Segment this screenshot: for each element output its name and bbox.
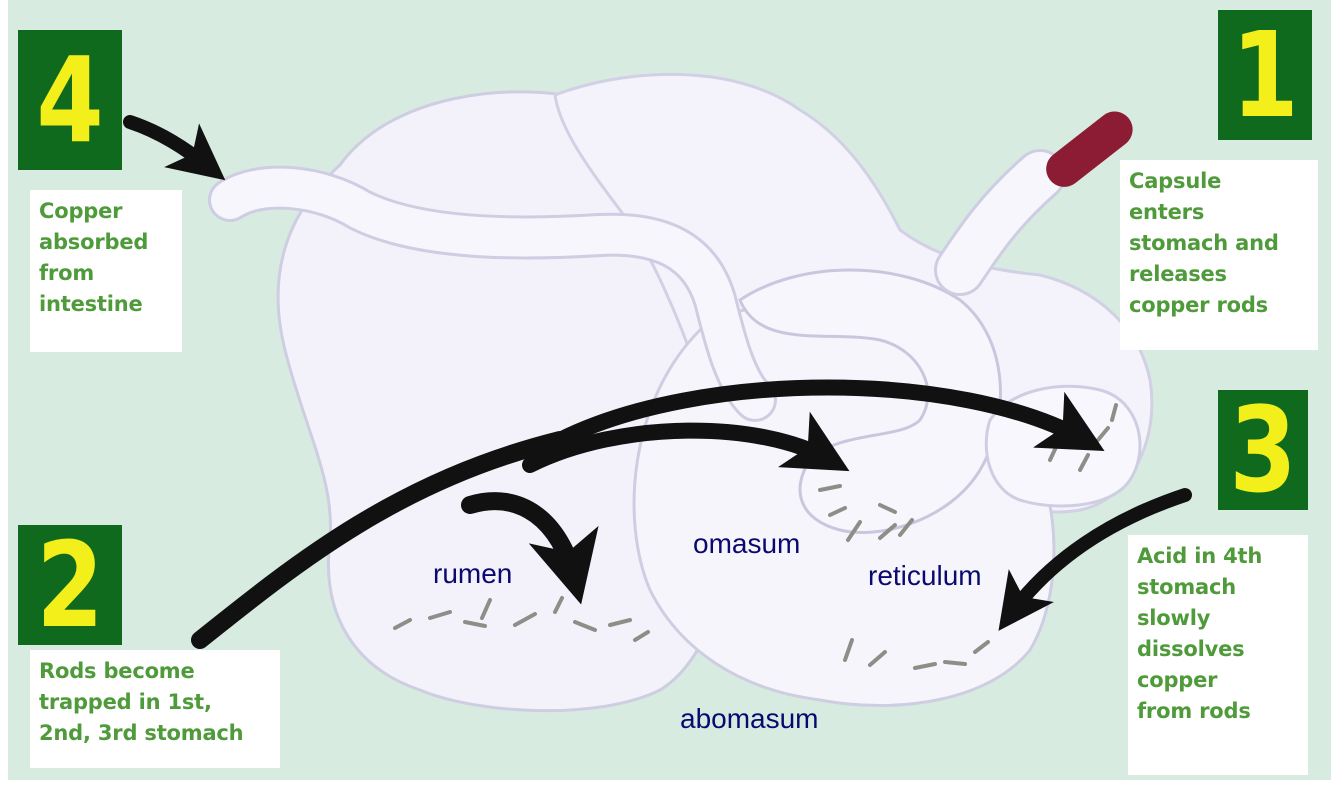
step-2-number: 2 (36, 526, 103, 644)
label-abomasum: abomasum (680, 705, 819, 733)
step-1-note: Capsule enters stomach and releases copp… (1120, 160, 1318, 350)
step-1-number: 1 (1231, 16, 1298, 134)
label-reticulum: reticulum (868, 562, 982, 590)
step-4-badge: 4 (18, 30, 122, 170)
arrow-4 (130, 122, 210, 168)
step-2-note: Rods become trapped in 1st, 2nd, 3rd sto… (30, 650, 280, 768)
step-1-badge: 1 (1218, 10, 1312, 140)
step-4-number: 4 (36, 41, 103, 159)
step-3-badge: 3 (1218, 390, 1308, 510)
label-rumen: rumen (433, 560, 512, 588)
step-4-note: Copper absorbed from intestine (30, 190, 182, 352)
label-omasum: omasum (693, 530, 800, 558)
step-3-note: Acid in 4th stomach slowly dissolves cop… (1128, 535, 1308, 775)
step-3-number: 3 (1229, 391, 1296, 509)
step-2-badge: 2 (18, 525, 122, 645)
